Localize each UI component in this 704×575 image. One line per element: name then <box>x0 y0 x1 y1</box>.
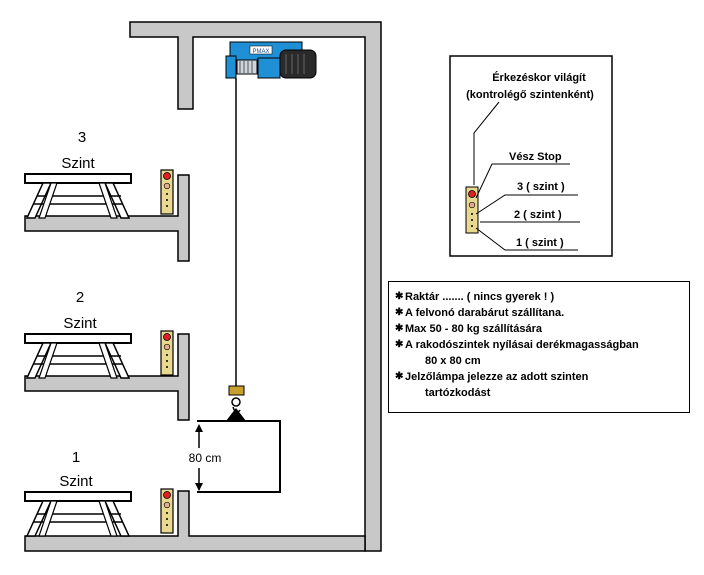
bullet-icon: ✱ <box>395 323 404 334</box>
level-2-signal-lamp-icon <box>160 330 174 376</box>
control-label-level-1: 1 ( szint ) <box>516 237 564 249</box>
control-label-level-3: 3 ( szint ) <box>517 181 565 193</box>
level-1-signal-lamp-icon <box>160 488 174 534</box>
control-panel-title-line1: Érkezéskor világít <box>492 71 586 84</box>
note-item: ✱Jelzőlámpa jelezze az adott szinten tart… <box>395 369 683 401</box>
dimension-label: 80 cm <box>189 451 222 465</box>
level-1-number: 1 <box>72 449 80 466</box>
hook-icon <box>226 385 246 421</box>
control-label-emergency-stop: Vész Stop <box>509 151 562 163</box>
control-panel-diagram: Érkezéskor világít (kontrolégő szintenké… <box>449 55 613 257</box>
note-item: ✱A rakodószintek nyílásai derékmagasságb… <box>395 337 683 369</box>
level-3-signal-lamp-icon <box>160 169 174 215</box>
electric-hoist-icon: PMAX <box>225 41 317 79</box>
note-text: A rakodószintek nyílásai derékmagasságba… <box>405 339 639 351</box>
level-3-name: Szint <box>61 155 95 172</box>
dimension-arrow: 80 cm <box>189 424 222 491</box>
hoist-plate-text: PMAX <box>252 49 269 55</box>
note-item: ✱A felvonó darabárut szállítana. <box>395 305 683 321</box>
control-panel-title-line2: (kontrolégő szintenként) <box>466 89 594 101</box>
control-panel-pendant-icon <box>465 186 479 234</box>
level-3-number: 3 <box>78 129 86 146</box>
level-2-name: Szint <box>63 315 97 332</box>
control-label-level-2: 2 ( szint ) <box>514 209 562 221</box>
bullet-icon: ✱ <box>395 291 404 302</box>
level-2-label: 2 Szint <box>63 289 97 332</box>
level-1-label: 1 Szint <box>59 449 93 490</box>
note-text: Raktár ....... ( nincs gyerek ! ) <box>405 291 555 303</box>
level-3-label: 3 Szint <box>61 129 95 172</box>
note-continuation: 80 x 80 cm <box>425 355 481 367</box>
note-item: ✱Max 50 - 80 kg szállítására <box>395 321 683 337</box>
cargo-platform <box>197 420 281 493</box>
building-walls <box>24 21 382 552</box>
level-1-table-icon <box>24 491 132 537</box>
bullet-icon: ✱ <box>395 339 404 350</box>
bullet-icon: ✱ <box>395 371 404 382</box>
bullet-icon: ✱ <box>395 307 404 318</box>
note-text: Jelzőlámpa jelezze az adott szinten <box>405 371 589 383</box>
notes-list: ✱Raktár ....... ( nincs gyerek ! ) ✱A fe… <box>395 289 683 401</box>
note-text: A felvonó darabárut szállítana. <box>405 307 565 319</box>
level-1-name: Szint <box>59 473 93 490</box>
note-text: Max 50 - 80 kg szállítására <box>405 323 542 335</box>
notes-box: ✱Raktár ....... ( nincs gyerek ! ) ✱A fe… <box>388 281 690 413</box>
level-2-table-icon <box>24 333 132 379</box>
note-item: ✱Raktár ....... ( nincs gyerek ! ) <box>395 289 683 305</box>
note-continuation: tartózkodást <box>425 387 491 399</box>
level-3-table-icon <box>24 173 132 219</box>
level-2-number: 2 <box>76 289 84 306</box>
